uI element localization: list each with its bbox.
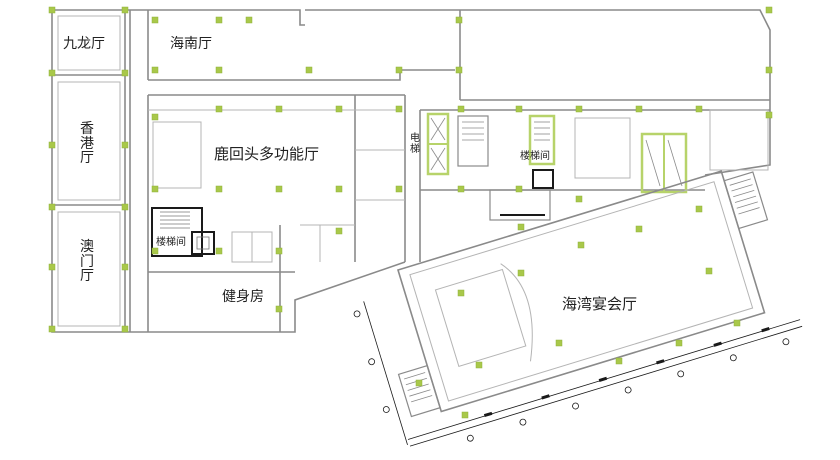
- label-stairs-center: 楼梯间: [520, 151, 550, 162]
- room-label-haiwan: 海湾宴会厅: [562, 295, 638, 313]
- top-right-walls: [305, 9, 771, 262]
- room-label-xianggang: 香 港 厅: [80, 121, 94, 167]
- structural-columns: [48, 6, 773, 419]
- banquet-hall: [353, 170, 803, 447]
- room-label-luhuitou: 鹿回头多功能厅: [214, 145, 320, 163]
- left-block-walls: [51, 9, 455, 333]
- room-label-hainan: 海南厅: [170, 36, 212, 52]
- center-core: [426, 109, 769, 221]
- room-label-jiulong: 九龙厅: [63, 36, 105, 52]
- room-label-aomen: 澳 门 厅: [80, 239, 94, 285]
- room-label-gym: 健身房: [222, 289, 264, 305]
- left-stair: [151, 207, 215, 257]
- label-elevator: 电 梯: [410, 133, 420, 155]
- label-stairs-left: 楼梯间: [156, 237, 186, 248]
- left-room-details: [57, 15, 405, 327]
